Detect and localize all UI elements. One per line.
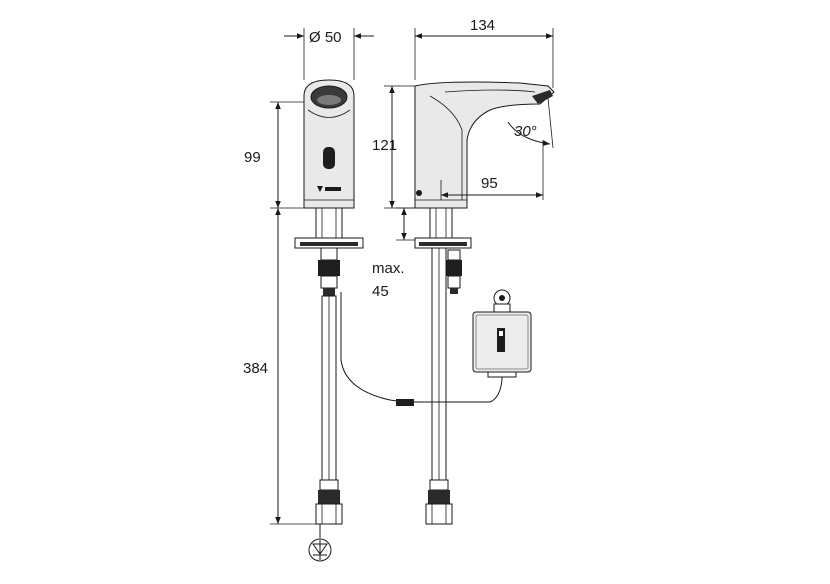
max-label: max.: [372, 260, 405, 277]
diameter-label: Ø 50: [309, 29, 342, 46]
schell-logo-icon: [317, 186, 341, 192]
side-view: 134 30° 121 95 max. 45: [340, 17, 555, 525]
angle-30-label: 30°: [514, 123, 537, 140]
height-99-label: 99: [244, 149, 261, 166]
max-45-label: 45: [372, 283, 389, 300]
height-121-label: 121: [372, 137, 397, 154]
non-return-valve-icon: [308, 524, 332, 562]
hose-384-label: 384: [243, 360, 268, 377]
reach-95-label: 95: [481, 175, 498, 192]
control-box-icon: [472, 289, 532, 378]
front-view: Ø 50 99: [243, 28, 374, 562]
width-134-label: 134: [470, 17, 495, 34]
